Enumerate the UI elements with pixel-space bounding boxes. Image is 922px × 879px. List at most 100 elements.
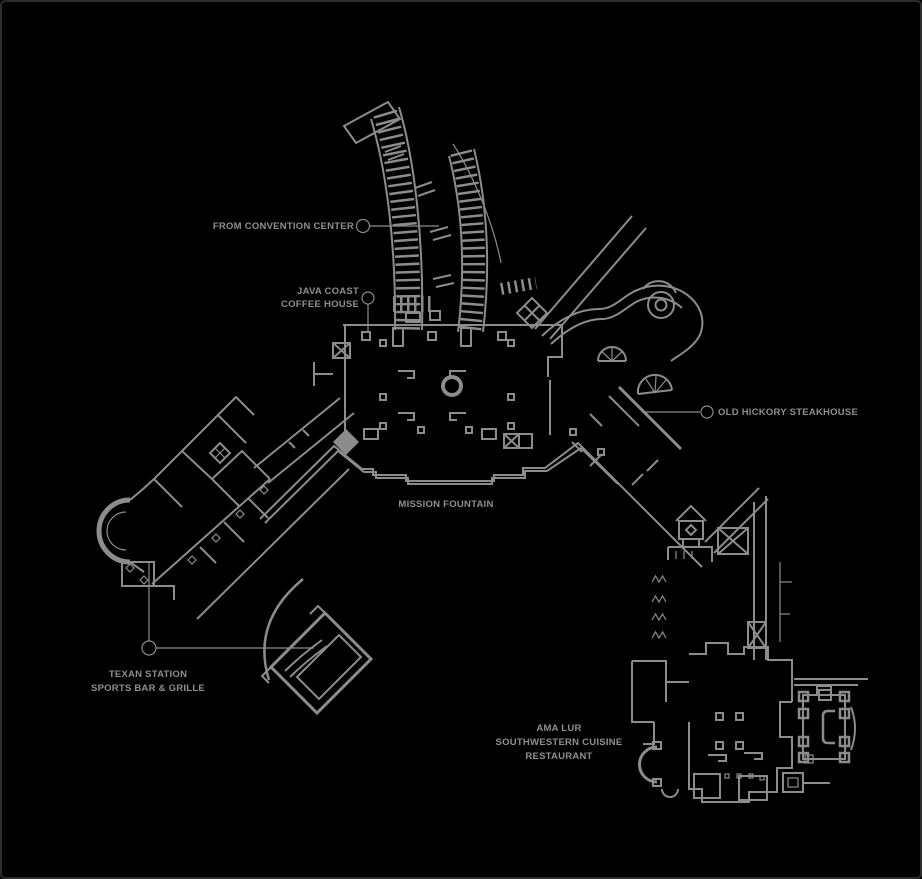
column — [497, 331, 507, 341]
column — [715, 741, 724, 750]
fan-spoke — [611, 350, 624, 362]
room — [738, 775, 768, 801]
label-texan-station: TEXAN STATION SPORTS BAR & GRILLE — [58, 668, 238, 696]
column — [838, 751, 851, 764]
table — [708, 754, 727, 762]
door-mark — [651, 594, 667, 604]
elevator-cross — [747, 621, 767, 649]
bench — [398, 412, 415, 421]
column — [652, 778, 662, 787]
banquette — [821, 709, 835, 745]
apse-wall — [96, 497, 131, 565]
pond-edge — [541, 284, 704, 362]
fan-spoke — [654, 379, 667, 394]
label-line: JAVA COAST — [297, 286, 359, 297]
elevator-diamond — [208, 441, 232, 465]
elevator-cross — [214, 447, 226, 459]
walkway-landing — [342, 100, 402, 145]
location-marker-icon — [700, 405, 714, 419]
room-wall — [154, 585, 175, 600]
door-mark — [651, 630, 667, 640]
planter — [405, 312, 421, 323]
restaurant-outline — [688, 701, 793, 803]
column — [838, 690, 851, 703]
walkway-edge — [370, 118, 397, 331]
location-marker-icon — [361, 291, 375, 305]
column — [797, 751, 810, 764]
column — [797, 690, 810, 703]
wall-line — [309, 604, 326, 615]
column — [597, 448, 605, 456]
room-wall — [631, 661, 654, 723]
step-mark — [302, 429, 310, 437]
step-mark — [417, 189, 436, 197]
label-ama-lur: AMA LUR SOUTHWESTERN CUISINE RESTAURANT — [464, 722, 654, 764]
elevator-box — [717, 527, 749, 555]
room-wall — [632, 660, 667, 702]
convention-walkway — [342, 100, 549, 334]
room-wall — [152, 449, 213, 508]
wall-line — [129, 488, 144, 501]
entry-path — [608, 395, 640, 427]
walkway-railing — [452, 143, 502, 264]
door-mark — [651, 612, 667, 622]
column — [379, 422, 387, 430]
step-mark — [384, 145, 402, 153]
door-mark — [651, 574, 667, 584]
column — [804, 754, 814, 764]
bench — [398, 370, 415, 379]
hall-wall — [151, 478, 271, 585]
gable-roof — [675, 504, 707, 522]
dining-pavilion — [794, 678, 868, 764]
column — [507, 422, 515, 430]
pier — [460, 327, 472, 347]
column-diamond — [125, 563, 135, 573]
garden-water-feature — [534, 215, 704, 395]
entrance-steps — [499, 277, 538, 295]
column-diamond — [211, 533, 221, 543]
column — [427, 331, 437, 341]
column — [507, 393, 515, 401]
elevator-cross — [503, 433, 520, 449]
column — [379, 339, 387, 347]
room-wall — [181, 413, 247, 452]
pier — [392, 327, 404, 347]
fan-stairs — [636, 373, 673, 395]
label-line: AMA LUR — [536, 723, 582, 734]
column — [507, 339, 515, 347]
label-line: TEXAN STATION — [108, 669, 188, 680]
corridor-wall — [704, 487, 760, 543]
column-diamond — [684, 523, 698, 537]
label-old-hickory-steakhouse: OLD HICKORY STEAKHOUSE — [718, 407, 859, 418]
fan-spoke — [600, 350, 613, 362]
column — [379, 393, 387, 401]
label-mission-fountain: MISSION FOUNTAIN — [398, 499, 494, 510]
column — [569, 428, 577, 436]
label-line: RESTAURANT — [525, 751, 593, 762]
step-mark — [288, 441, 296, 449]
walkway-stairs-hatching — [373, 109, 421, 331]
fan-spoke — [654, 375, 657, 394]
garden-arc — [642, 280, 677, 294]
elevator-box — [332, 342, 351, 359]
seating-row-arc — [289, 645, 328, 678]
column — [417, 426, 425, 434]
ama-lur-wing — [631, 487, 830, 803]
column — [735, 712, 744, 721]
walkway-edge — [448, 155, 464, 333]
garden-fountain-center — [654, 298, 668, 312]
room-wall — [210, 449, 271, 508]
partition-wall — [223, 521, 245, 543]
planter — [429, 310, 441, 321]
vestibule — [678, 520, 704, 540]
column — [797, 707, 810, 720]
plaza-border-inner — [264, 446, 619, 524]
column-diamond — [187, 555, 197, 565]
mission-fountain-plaza — [259, 310, 703, 568]
corridor-wall — [713, 498, 769, 554]
path-line — [549, 227, 647, 340]
column-cross — [524, 305, 540, 321]
wall-line — [571, 441, 583, 453]
